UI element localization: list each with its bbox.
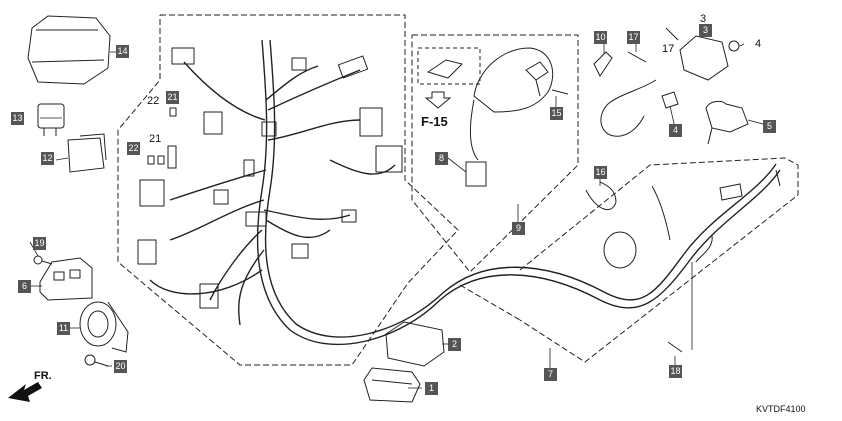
fuse-icon [169, 107, 177, 117]
connector-icon [139, 179, 165, 207]
bolt-17-icon [627, 51, 647, 63]
plug-cap-icon [705, 100, 749, 145]
connector-icon [359, 107, 383, 137]
horn-part-icon [79, 301, 129, 353]
fuse-icon [147, 155, 155, 165]
callout-16[interactable]: 16 [594, 166, 607, 179]
sub-harness-icon [603, 169, 781, 269]
clip-part-icon [593, 51, 613, 77]
callout-9[interactable]: 9 [512, 222, 525, 235]
callout-5[interactable]: 5 [763, 120, 776, 133]
callout-1[interactable]: 1 [425, 382, 438, 395]
callout-20[interactable]: 20 [114, 360, 127, 373]
callout-6[interactable]: 6 [18, 280, 31, 293]
callout-2[interactable]: 2 [448, 338, 461, 351]
f15-reference-box [417, 47, 481, 85]
bolt-20-icon [84, 354, 109, 367]
main-harness-icon [149, 39, 781, 346]
connector-icon [291, 57, 307, 71]
box-part-1-icon [363, 367, 421, 403]
connector-icon [171, 47, 195, 65]
coil-part-icon [600, 35, 729, 137]
harness-group-outline [117, 14, 459, 366]
connector-icon [337, 55, 369, 79]
connector-icon [291, 243, 309, 259]
label-21: 21 [149, 133, 162, 145]
connector-icon [213, 189, 229, 205]
label-17: 17 [662, 43, 675, 55]
fuse-icon [167, 145, 177, 169]
callout-14[interactable]: 14 [116, 45, 129, 58]
relay-part-icon [37, 103, 65, 136]
unit-part-icon [67, 133, 107, 173]
arrow-down-icon [424, 91, 452, 109]
cover-part-icon [27, 15, 111, 85]
connector-icon [341, 209, 357, 223]
callout-13[interactable]: 13 [11, 112, 24, 125]
box-part-2-icon [385, 321, 445, 367]
callout-18[interactable]: 18 [669, 365, 682, 378]
connector-icon [137, 239, 157, 265]
fuse-icon [157, 155, 165, 165]
sub-harness-group-outline [519, 157, 799, 363]
reference-f15: F-15 [421, 114, 448, 129]
callout-22[interactable]: 22 [127, 142, 140, 155]
bolt-19-icon [33, 255, 53, 265]
connector-icon [199, 283, 219, 309]
callout-15[interactable]: 15 [550, 107, 563, 120]
callout-19[interactable]: 19 [33, 237, 46, 250]
callout-10[interactable]: 10 [594, 31, 607, 44]
bolt-17b-icon [665, 27, 679, 41]
diagram-code: KVTDF4100 [756, 404, 806, 414]
callout-11[interactable]: 11 [57, 322, 70, 335]
callout-17[interactable]: 17 [627, 31, 640, 44]
callout-12[interactable]: 12 [41, 152, 54, 165]
front-label: FR. [34, 370, 52, 382]
connector-icon [243, 159, 255, 177]
callout-4[interactable]: 4 [669, 124, 682, 137]
callout-3[interactable]: 3 [699, 24, 712, 37]
key-switch-icon [465, 47, 554, 187]
bolt-18-icon [667, 341, 683, 353]
label-3: 3 [700, 13, 707, 25]
cap-part-icon [661, 91, 679, 109]
connector-icon [375, 145, 403, 173]
screw-icon [551, 89, 569, 95]
label-22: 22 [147, 95, 160, 107]
key-switch-group-outline [411, 34, 579, 273]
connector-icon [261, 121, 277, 137]
lock-cylinder-icon [426, 59, 463, 79]
callout-21[interactable]: 21 [166, 91, 179, 104]
callout-7[interactable]: 7 [544, 368, 557, 381]
mount-part-icon [39, 257, 93, 301]
washer-icon [728, 40, 740, 52]
front-direction-arrow-icon [8, 382, 42, 402]
connector-icon [203, 111, 223, 135]
label-4: 4 [755, 38, 762, 50]
connector-icon [245, 211, 267, 227]
callout-8[interactable]: 8 [435, 152, 448, 165]
band-part-icon [585, 181, 617, 211]
key-icon [525, 61, 549, 97]
